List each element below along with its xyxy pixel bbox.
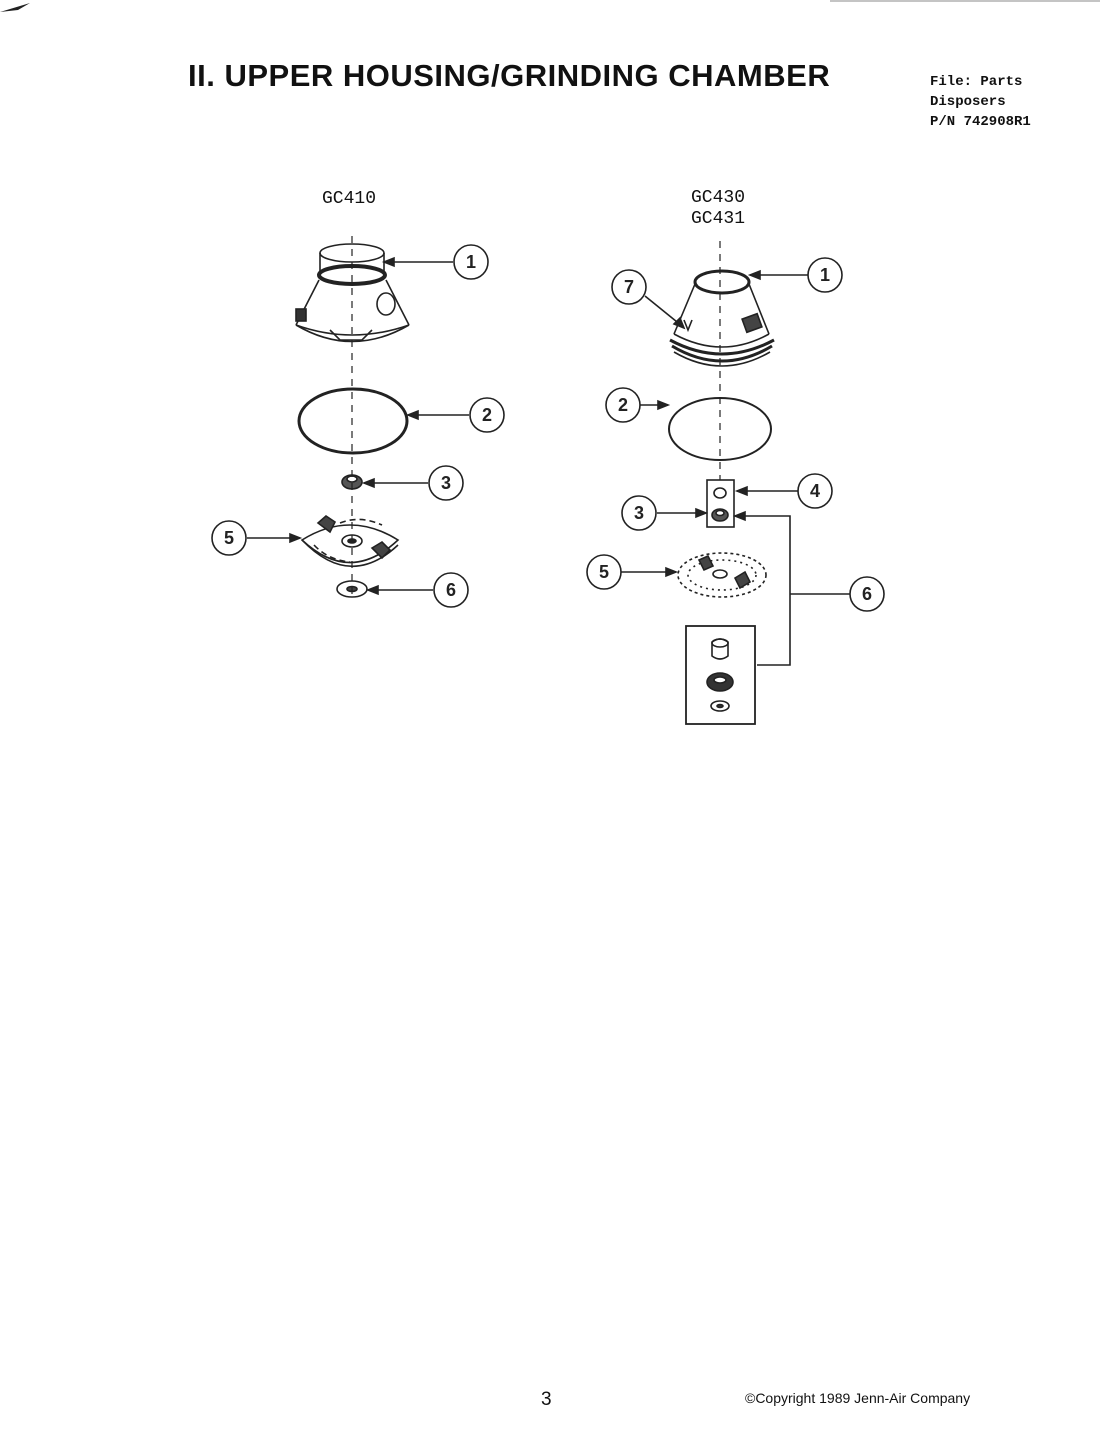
- file-info-line: File: Parts: [930, 74, 1023, 90]
- right-grinding-plate-part: [677, 552, 767, 598]
- callout-left-5: 5: [211, 520, 247, 556]
- left-grinding-plate-part: [300, 514, 400, 568]
- file-info-line: P/N 742908R1: [930, 114, 1031, 130]
- callout-right-2: 2: [605, 387, 641, 423]
- left-callouts: 1 2 3 5 6: [211, 244, 505, 608]
- right-assembly: [668, 241, 775, 725]
- callout-number: 5: [599, 562, 609, 582]
- callout-right-5: 5: [586, 554, 622, 590]
- right-callouts: 1 7 2 4 3 5 6: [586, 257, 885, 612]
- file-info-line: Disposers: [930, 94, 1006, 110]
- page-title: II. UPPER HOUSING/GRINDING CHAMBER: [188, 58, 831, 93]
- callout-number: 4: [810, 481, 820, 501]
- callout-number: 7: [624, 277, 634, 297]
- callout-right-7: 7: [611, 269, 647, 305]
- page-number: 3: [541, 1389, 552, 1410]
- callout-number: 3: [441, 473, 451, 493]
- callout-left-6: 6: [433, 572, 469, 608]
- copyright-notice: ©Copyright 1989 Jenn-Air Company: [745, 1390, 971, 1406]
- callout-number: 6: [862, 584, 872, 604]
- callout-number: 2: [482, 405, 492, 425]
- model-name: GC430: [691, 188, 746, 208]
- callout-number: 3: [634, 503, 644, 523]
- right-leaders: [621, 269, 850, 666]
- callout-number: 5: [224, 528, 234, 548]
- callout-left-3: 3: [428, 465, 464, 501]
- model-name: GC431: [691, 209, 746, 229]
- model-name: GC410: [322, 189, 377, 209]
- left-assembly: [295, 236, 410, 598]
- callout-right-1: 1: [807, 257, 843, 293]
- file-info: File: Parts Disposers P/N 742908R1: [930, 72, 1031, 132]
- model-label-right: GC430 GC431: [691, 188, 745, 230]
- callout-left-1: 1: [453, 244, 489, 280]
- left-gasket-ring: [297, 387, 409, 455]
- model-label-left: GC410: [322, 189, 376, 210]
- callout-number: 1: [466, 252, 476, 272]
- callout-number: 2: [618, 395, 628, 415]
- callout-left-2: 2: [469, 397, 505, 433]
- callout-number: 1: [820, 265, 830, 285]
- right-nut-bushing-box: [706, 479, 735, 528]
- right-kit-box: [685, 625, 756, 725]
- callout-right-4: 4: [797, 473, 833, 509]
- right-housing-part: [669, 269, 775, 367]
- callout-right-6: 6: [849, 576, 885, 612]
- callout-right-3: 3: [621, 495, 657, 531]
- left-leaders: [247, 256, 469, 596]
- scan-mark: [0, 3, 30, 12]
- callout-number: 6: [446, 580, 456, 600]
